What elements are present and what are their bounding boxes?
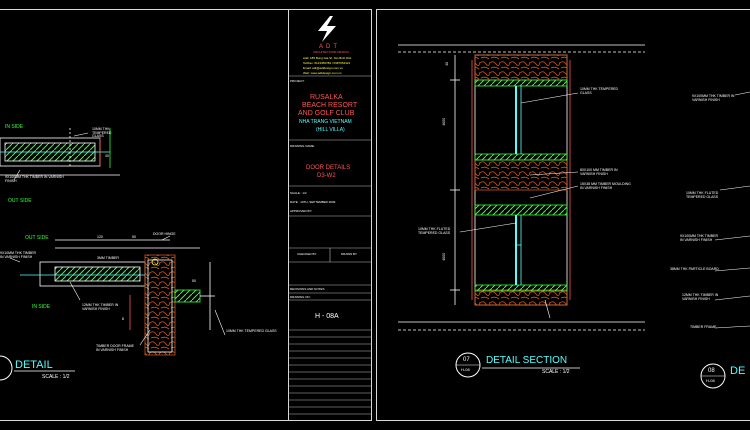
- plan-detail-mid: [20, 239, 215, 356]
- project-name-3: AND GOLF CLUB: [298, 110, 355, 117]
- bubble-08-sheet: H-08: [706, 378, 715, 383]
- left-note-6: 10MM THK TEMPERED GLASS: [226, 329, 277, 333]
- mid-detail-scale: SCALE : 1/2: [542, 369, 570, 375]
- section-bubble-left: [0, 355, 13, 381]
- project-location-2: (HILL VILLA): [316, 127, 345, 133]
- scale-text: SCALE : 1/2: [290, 191, 307, 195]
- approved-label: APPROVED BY:: [290, 209, 313, 213]
- right-note-2: 10MM THK FLUTED TEMPERED GLASS: [686, 191, 719, 199]
- right-detail-title: DE: [730, 365, 746, 377]
- label-door-hinge: DOOR HINGE: [153, 232, 176, 236]
- label-out-side-top: OUT SIDE: [8, 198, 32, 204]
- drawing-label: DRAWING NAME:: [290, 144, 315, 148]
- detail-section-drawing: [398, 44, 645, 331]
- right-sheet-border: [376, 9, 750, 421]
- mid-note-2: 80X100 MM TIMBER IN VARNISH FINISH: [580, 168, 618, 176]
- label-out-side-mid: OUT SIDE: [25, 235, 49, 241]
- left-dim-2: 50: [132, 235, 136, 239]
- address-line-1: Add: 185 Bong Gia St, Tan Binh Dist: [303, 56, 352, 60]
- left-note-3: 9X10MM THK TIMBER IN VARNISH FINISH: [0, 251, 37, 259]
- drawing-no-label: DRAWING NO:: [290, 295, 311, 299]
- mid-note-3: 15X38 MM TIMBER MOULDING IN VARNISH FINI…: [580, 182, 631, 190]
- revisions-label: REVISIONS AND NOTES: [290, 287, 325, 291]
- left-detail-scale: SCALE : 1/2: [42, 374, 70, 380]
- logo-tagline: ARCHITECTURE DESIGN: [313, 50, 349, 54]
- left-note-2: 9X100MM THK TIMBER IN VARNISH FINISH: [5, 175, 64, 183]
- title-block-border: [288, 9, 372, 421]
- left-dim-5: 50: [192, 279, 196, 283]
- mid-dim-3: 40: [445, 61, 450, 66]
- left-note-4: 3MM TIMBER: [97, 256, 119, 260]
- mid-detail-title: DETAIL SECTION: [486, 355, 568, 366]
- left-dim-1: 120: [97, 235, 103, 239]
- drawn-label: DRAWN BY: [341, 252, 358, 256]
- left-detail-title: DETAIL: [15, 359, 53, 371]
- drawing-number: H - 08A: [315, 313, 339, 320]
- address-line-4: Web: www.adtdesign.com.vn: [303, 71, 342, 75]
- bubble-08-number: 08: [708, 368, 715, 374]
- project-label: PROJECT:: [290, 79, 305, 83]
- drawing-name-2: D3-W2: [317, 173, 336, 179]
- drawing-name-1: DOOR DETAILS: [306, 165, 351, 171]
- left-dim-4: 40: [105, 154, 109, 158]
- label-in-side-mid: IN SIDE: [32, 304, 51, 310]
- address-line-2: Tel/Fax: 0123456789 / 0987654321: [303, 61, 351, 65]
- left-note-1: 10MM THK TEMPERED GLASS: [92, 127, 112, 138]
- right-note-1: 9X100MM THK TIMBER IN VARNISH FINISH: [692, 94, 735, 102]
- mid-note-1: 10MM THK TEMPERED GLASS: [580, 87, 618, 95]
- logo-bolt-icon: [318, 16, 336, 42]
- checked-label: CHECKED BY: [297, 252, 317, 256]
- title-block-rules: [288, 75, 372, 415]
- label-in-side-top: IN SIDE: [5, 124, 24, 130]
- right-note-3: 9X100MM THK TIMBER IN VARNISH FINISH: [680, 234, 718, 242]
- plan-detail-top: [0, 128, 120, 176]
- logo-text: ADT: [319, 44, 340, 50]
- right-note-4: 38MM THK PARTICLE BOARD: [670, 267, 719, 271]
- project-name-1: RUSALKA: [310, 94, 343, 101]
- left-note-5: 12MM THK TIMBER IN VARNISH FINISH: [82, 303, 119, 311]
- bubble-07-number: 07: [463, 357, 470, 363]
- bubble-07-sheet: H-08: [461, 367, 470, 372]
- left-dim-3: 8: [122, 317, 124, 321]
- mid-note-4: 10MM THK FLUTED TEMPERED GLASS: [418, 227, 451, 235]
- date-text: DATE : 10TH, SEPTEMBER 2009: [290, 200, 336, 204]
- project-location-1: NHA TRANG VIETNAM: [299, 119, 352, 125]
- right-note-6: TIMBER FRAME: [690, 325, 717, 329]
- left-note-7: TIMBER DOOR FRAME IN VARNISH FINISH: [96, 344, 134, 352]
- mid-dim-2: 4000: [442, 252, 447, 261]
- mid-dim-1: 4000: [442, 117, 447, 126]
- address-line-3: Email: adt@adtdesign.com.vn: [303, 66, 343, 70]
- right-note-5: 12MM THK TIMBER IN VARNISH FINISH: [682, 293, 719, 301]
- project-name-2: BEACH RESORT: [302, 102, 358, 109]
